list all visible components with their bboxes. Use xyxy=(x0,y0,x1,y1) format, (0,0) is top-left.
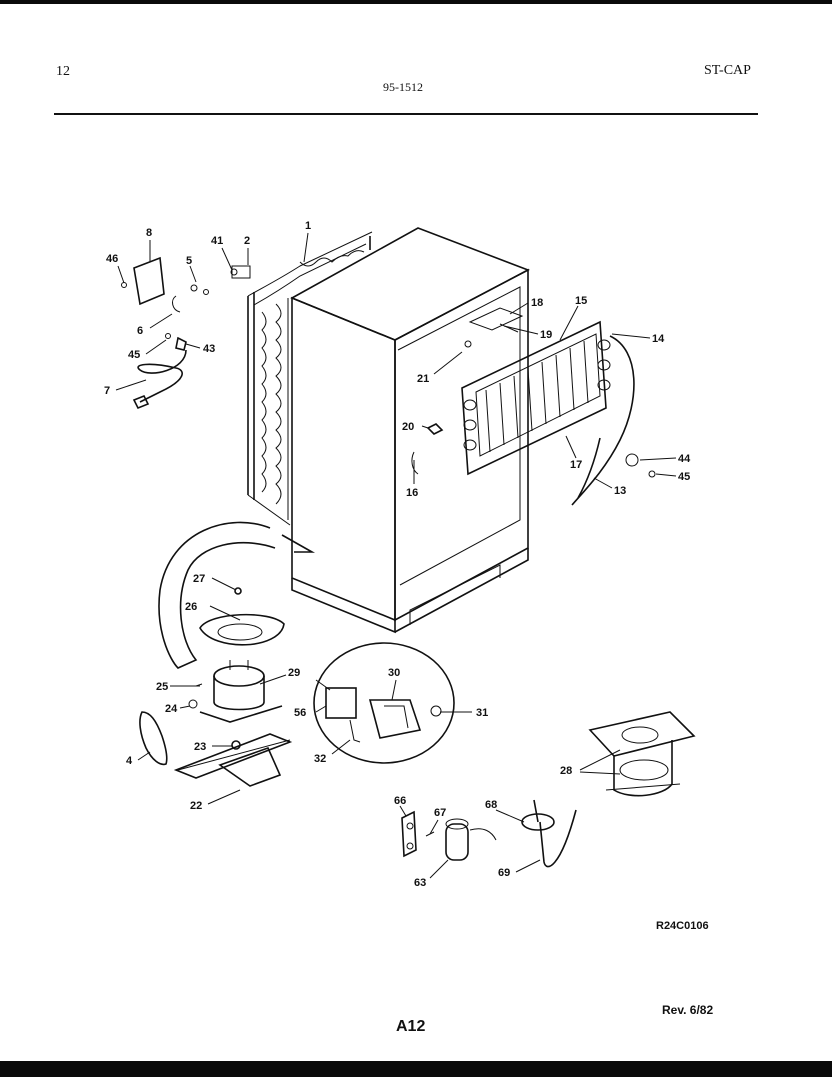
callout-4: 4 xyxy=(126,755,133,767)
callout-32: 32 xyxy=(314,753,326,765)
drawing-id: R24C0106 xyxy=(656,920,709,932)
callout-67: 67 xyxy=(434,807,446,819)
section-title: ST-CAP xyxy=(704,63,751,78)
top-scan-border xyxy=(0,0,832,4)
callout-13: 13 xyxy=(614,485,626,497)
upper-small-parts xyxy=(121,240,656,478)
callout-16: 16 xyxy=(406,487,418,499)
callout-22: 22 xyxy=(190,800,202,812)
callout-66: 66 xyxy=(394,795,406,807)
callout-27: 27 xyxy=(193,573,205,585)
callout-43: 43 xyxy=(203,343,215,355)
callout-labels: 1 2 41 8 46 5 6 45 43 7 18 15 19 14 21 2… xyxy=(104,220,691,889)
callout-29: 29 xyxy=(288,667,300,679)
callout-28: 28 xyxy=(560,765,572,777)
callout-19: 19 xyxy=(540,329,552,341)
callout-44: 44 xyxy=(678,453,691,465)
callout-41: 41 xyxy=(211,235,223,247)
callout-15: 15 xyxy=(575,295,587,307)
page-code: A12 xyxy=(396,1018,426,1035)
bottom-scan-border xyxy=(0,1061,832,1077)
callout-7: 7 xyxy=(104,385,110,397)
callout-1: 1 xyxy=(305,220,311,232)
callout-8: 8 xyxy=(146,227,152,239)
model-number: 95-1512 xyxy=(383,80,423,94)
callout-45-upper: 45 xyxy=(128,349,140,361)
callout-14: 14 xyxy=(652,333,665,345)
revision-note: Rev. 6/82 xyxy=(662,1003,714,1017)
callout-2: 2 xyxy=(244,235,250,247)
callout-5: 5 xyxy=(186,255,192,267)
header-rule xyxy=(54,113,758,115)
callout-68: 68 xyxy=(485,799,497,811)
callout-56: 56 xyxy=(294,707,306,719)
callout-45-lower: 45 xyxy=(678,471,690,483)
callout-21: 21 xyxy=(417,373,429,385)
relay-detail xyxy=(313,642,455,764)
callout-20: 20 xyxy=(402,421,414,433)
leader-lines xyxy=(115,232,677,879)
condenser-coil xyxy=(247,231,373,526)
page-number: 12 xyxy=(56,64,70,79)
lower-parts xyxy=(401,711,696,868)
cabinet xyxy=(290,227,530,634)
callout-63: 63 xyxy=(414,877,426,889)
callout-25: 25 xyxy=(156,681,168,693)
callout-26: 26 xyxy=(185,601,197,613)
callout-24: 24 xyxy=(165,703,178,715)
callout-17: 17 xyxy=(570,459,582,471)
callout-31: 31 xyxy=(476,707,488,719)
compressor-assembly xyxy=(139,587,293,787)
callout-69: 69 xyxy=(498,867,510,879)
callout-30: 30 xyxy=(388,667,400,679)
callout-23: 23 xyxy=(194,741,206,753)
evaporator xyxy=(461,320,635,506)
callout-18: 18 xyxy=(531,297,543,309)
callout-46: 46 xyxy=(106,253,118,265)
callout-6: 6 xyxy=(137,325,143,337)
